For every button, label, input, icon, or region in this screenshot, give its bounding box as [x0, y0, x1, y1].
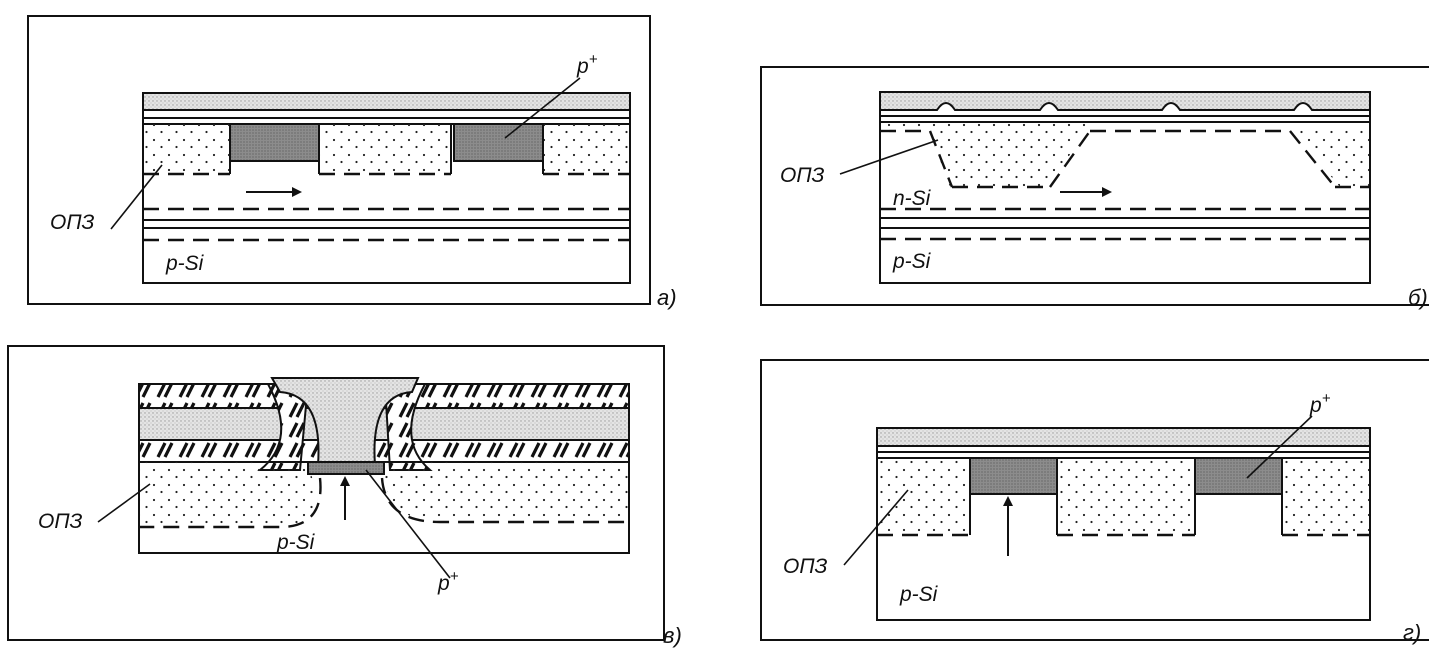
p-plus-region: [969, 457, 1058, 495]
oxide-layer: [879, 91, 1371, 111]
depletion-region: [143, 124, 230, 174]
p-plus-region: [1194, 457, 1283, 495]
channel-label: n-Si: [893, 187, 932, 210]
panel-b-frame: [760, 66, 1429, 306]
panel-v-label: в): [663, 623, 682, 648]
p-plus-label: p+: [1309, 390, 1331, 417]
depletion-region: [877, 458, 967, 535]
leader-line: [843, 489, 909, 566]
panel-v: p-Si ОПЗ p+ в): [7, 345, 682, 648]
panel-v-frame: [7, 345, 665, 641]
panel-g-label: г): [1403, 620, 1421, 645]
leader-line: [504, 77, 581, 139]
panel-a: p-Si ОПЗ p+ а): [27, 15, 677, 310]
panel-a-label: а): [657, 285, 677, 310]
opz-label: ОПЗ: [50, 211, 95, 234]
opz-label: ОПЗ: [780, 164, 825, 187]
p-plus-region: [307, 461, 385, 475]
depletion-region: [139, 462, 318, 527]
substrate-label: p-Si: [892, 250, 932, 273]
substrate-label: p-Si: [276, 531, 316, 554]
p-plus-region: [453, 123, 544, 162]
depletion-region: [1282, 458, 1370, 535]
depletion-region: [1290, 128, 1370, 187]
p-plus-label: p+: [576, 51, 598, 78]
opz-label: ОПЗ: [783, 555, 828, 578]
panel-b: n-Si p-Si ОПЗ б): [760, 66, 1429, 310]
substrate-label: p-Si: [165, 252, 205, 275]
substrate-label: p-Si: [899, 583, 939, 606]
leader-line: [110, 164, 163, 230]
panel-b-label: б): [1408, 285, 1428, 310]
panel-g: p-Si ОПЗ p+ г): [760, 359, 1429, 645]
leader-line: [1246, 415, 1313, 479]
leader-line: [97, 483, 151, 523]
panel-g-frame: [760, 359, 1429, 641]
dielectric-layer: [138, 439, 630, 463]
gate-layer: [138, 407, 630, 441]
leader-line: [365, 469, 451, 579]
depletion-region: [319, 124, 451, 174]
depletion-region: [543, 124, 630, 174]
panel-a-frame: [27, 15, 651, 305]
leader-line: [839, 139, 939, 175]
p-plus-region: [229, 123, 320, 162]
opz-label: ОПЗ: [38, 510, 83, 533]
p-plus-label: p+: [437, 568, 459, 595]
depletion-region: [1057, 458, 1195, 535]
depletion-region: [382, 462, 629, 520]
